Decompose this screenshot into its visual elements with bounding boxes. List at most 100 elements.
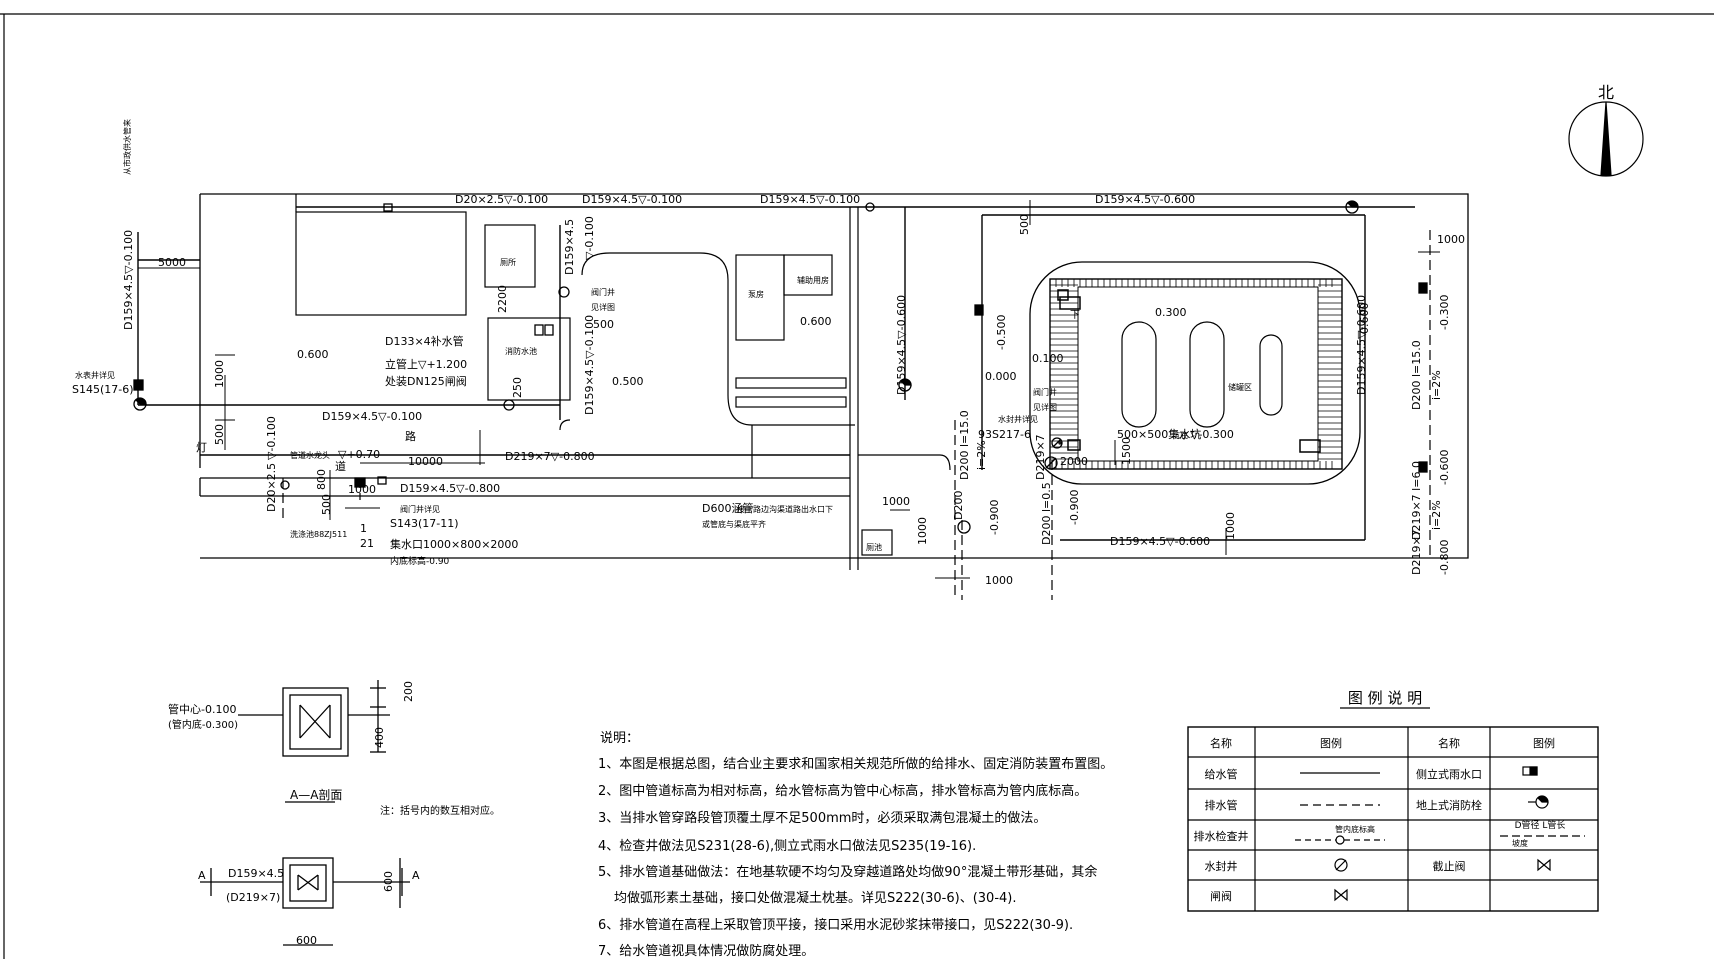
pipe-symbols [133,200,1428,534]
svg-text:给水管: 给水管 [1205,767,1238,781]
svg-text:600: 600 [382,871,395,892]
svg-text:D133×4补水管: D133×4补水管 [385,334,464,348]
svg-text:名称: 名称 [1438,736,1460,750]
svg-text:S143(17-11): S143(17-11) [390,517,459,530]
svg-text:辅助用房: 辅助用房 [797,275,829,285]
svg-text:-0.900: -0.900 [1068,490,1081,525]
svg-text:▽-0.300: ▽-0.300 [1190,428,1234,441]
svg-text:1000: 1000 [1224,512,1237,540]
site-boundary [199,193,1469,559]
svg-text:600: 600 [296,934,317,947]
svg-text:D600涵管: D600涵管 [702,501,753,515]
svg-text:立管上▽+1.200: 立管上▽+1.200 [385,357,467,371]
svg-text:D管径 L管长: D管径 L管长 [1515,819,1566,831]
svg-text:-0.600: -0.600 [1358,303,1371,338]
svg-text:储罐区: 储罐区 [1228,382,1252,392]
svg-text:i=2%: i=2% [975,440,988,470]
note-5b: 均做弧形素土基础，接口处做混凝土枕基。详见S222(30-6)、(30-4). [614,890,1017,906]
svg-text:D20×2.5: D20×2.5 [265,463,278,512]
svg-text:D159×4.5: D159×4.5 [228,867,284,880]
svg-text:D159×4.5▽-0.600: D159×4.5▽-0.600 [1110,535,1210,548]
svg-text:D200 l=15.0: D200 l=15.0 [958,410,971,480]
svg-text:处装DN125闸阀: 处装DN125闸阀 [385,374,467,388]
svg-text:侧立式雨水口: 侧立式雨水口 [1416,767,1482,781]
svg-text:坡度: 坡度 [1512,838,1528,848]
svg-text:注：括号内的数互相对应。: 注：括号内的数互相对应。 [380,804,500,817]
svg-text:阀门井: 阀门井 [591,287,615,297]
svg-text:D219×7: D219×7 [1410,529,1423,575]
svg-text:▽+0.70: ▽+0.70 [338,448,380,461]
svg-text:2200: 2200 [496,285,509,313]
note-7: 7、给水管道视具体情况做防腐处理。 [598,943,814,959]
north-arrow: 北 [1568,83,1644,177]
svg-text:下: 下 [1070,310,1080,321]
svg-text:▽-0.100: ▽-0.100 [583,216,596,260]
svg-text:D159×4.5▽-0.600: D159×4.5▽-0.600 [895,295,908,395]
svg-text:500: 500 [213,424,226,445]
svg-text:A—A剖面: A—A剖面 [290,788,342,802]
svg-text:0.600: 0.600 [297,348,329,361]
svg-text:截止阀: 截止阀 [1433,859,1466,873]
plan-labels: 从市政供水管来 D159×4.5▽-0.100 5000 水表井详见 S145(… [72,119,1465,587]
svg-text:洗涤池88ZJ511: 洗涤池88ZJ511 [290,529,347,539]
svg-text:D219×7 l=6.0: D219×7 l=6.0 [1410,461,1423,540]
svg-text:管内底标高: 管内底标高 [1335,824,1375,834]
svg-text:-0.300: -0.300 [1438,295,1451,330]
svg-text:-0.900: -0.900 [988,500,1001,535]
design-notes: 说明： 1、本图是根据总图，结合业主要求和国家相关规范所做的给排水、固定消防装置… [598,731,1113,959]
tank-farm [1029,261,1361,485]
svg-text:-0.500: -0.500 [995,315,1008,350]
svg-text:D159×4.5▽-0.100: D159×4.5▽-0.100 [122,230,135,330]
svg-text:0.100: 0.100 [1032,352,1064,365]
svg-text:灯: 灯 [196,441,207,454]
svg-text:D159×4.5▽-0.600: D159×4.5▽-0.600 [1355,295,1368,395]
svg-text:-0.600: -0.600 [1438,450,1451,485]
svg-text:消防水池: 消防水池 [505,346,537,356]
svg-text:内底标高-0.90: 内底标高-0.90 [390,555,450,567]
svg-text:D159×4.5▽-0.100: D159×4.5▽-0.100 [760,193,860,206]
north-label: 北 [1598,83,1614,102]
svg-text:i=2%: i=2% [1430,500,1443,530]
svg-text:93S217-6: 93S217-6 [978,428,1031,441]
svg-text:1: 1 [360,522,367,535]
svg-text:5000: 5000 [158,256,186,269]
svg-text:21: 21 [360,537,374,550]
svg-text:道: 道 [335,459,346,473]
legend-table: 图 例 说 明 名称 图例 名称 图例 给水管 侧立式雨水口 排水管 地上式消防… [1187,689,1599,912]
water-supply-pipes [137,206,1415,541]
svg-text:A: A [198,869,206,882]
svg-text:1000: 1000 [985,574,1013,587]
svg-text:接于路边沟渠道路出水口下: 接于路边沟渠道路出水口下 [737,504,833,514]
svg-text:D159×4.5▽-0.100: D159×4.5▽-0.100 [582,193,682,206]
svg-text:D219×7: D219×7 [1034,434,1047,480]
notes-title: 说明： [600,731,639,746]
note-1: 1、本图是根据总图，结合业主要求和国家相关规范所做的给排水、固定消防装置布置图。 [598,756,1113,772]
road [559,207,951,570]
svg-text:D200: D200 [952,491,965,520]
svg-text:1000: 1000 [213,360,226,388]
svg-text:800: 800 [315,469,328,490]
svg-text:路: 路 [405,430,416,443]
valve-well-plan [200,857,410,946]
svg-text:水封井: 水封井 [1205,859,1238,873]
svg-text:0.000: 0.000 [985,370,1017,383]
svg-text:厕所: 厕所 [500,257,516,267]
svg-text:D219×7▽-0.800: D219×7▽-0.800 [505,450,595,463]
svg-text:D20×2.5▽-0.100: D20×2.5▽-0.100 [455,193,548,206]
buildings [295,194,893,556]
svg-text:1000: 1000 [882,495,910,508]
note-4: 4、检查井做法见S231(28-6),侧立式雨水口做法见S235(19-16). [598,839,976,854]
svg-text:D159×4.5: D159×4.5 [563,219,576,275]
note-3: 3、当排水管穿路段管顶覆土厚不足500mm时，必须采取满包混凝土的做法。 [598,810,1046,826]
svg-text:D159×4.5▽-0.600: D159×4.5▽-0.600 [1095,193,1195,206]
svg-text:S145(17-6): S145(17-6) [72,383,134,396]
svg-text:2000: 2000 [1060,455,1088,468]
svg-text:1000: 1000 [348,483,376,496]
svg-text:400: 400 [373,727,386,748]
svg-text:10000: 10000 [408,455,443,468]
svg-text:或管底与渠底平齐: 或管底与渠底平齐 [702,519,766,529]
note-6: 6、排水管道在高程上采取管顶平接，接口采用水泥砂浆抹带接口，见S222(30-9… [598,917,1073,933]
svg-text:管道水龙头: 管道水龙头 [290,450,330,460]
svg-text:D200 l=15.0: D200 l=15.0 [1410,340,1423,410]
